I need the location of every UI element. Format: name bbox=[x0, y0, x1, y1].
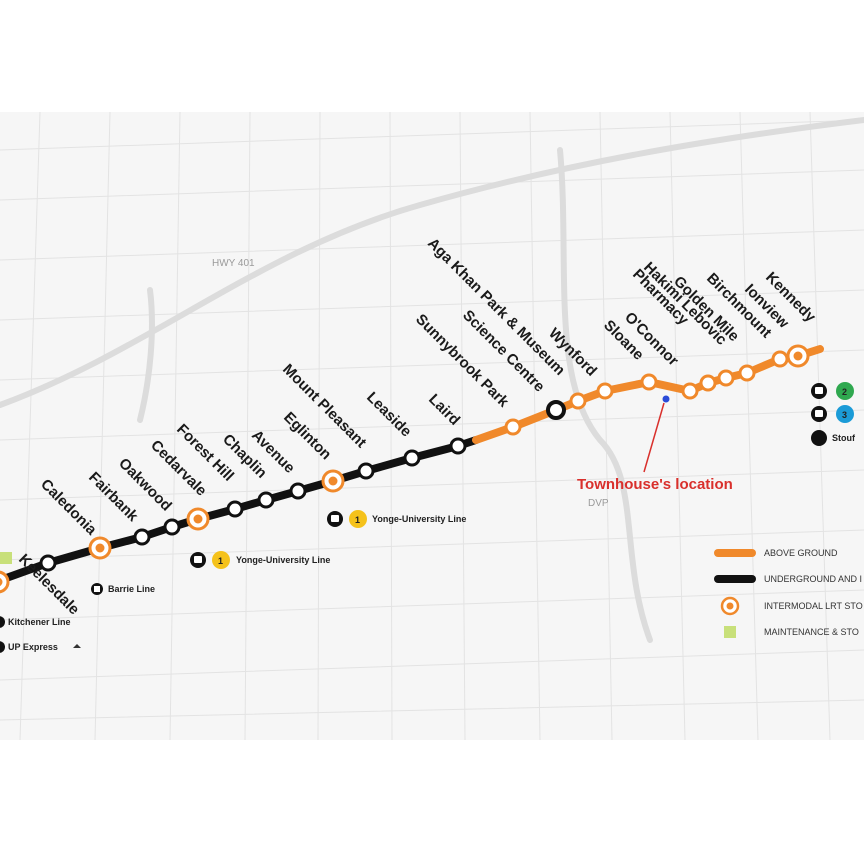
station-dot bbox=[640, 373, 658, 391]
legend-underground: UNDERGROUND AND I bbox=[764, 574, 862, 584]
transfer-yonge-forest-hill: 1 Yonge-University Line bbox=[190, 551, 330, 569]
station-dot bbox=[681, 382, 699, 400]
station-dot bbox=[357, 462, 375, 480]
dvp-highway bbox=[557, 147, 653, 643]
line1-badge-icon bbox=[212, 551, 230, 569]
line2-badge-icon bbox=[836, 382, 854, 400]
annotation-arrow bbox=[643, 402, 665, 473]
dvp-label: DVP bbox=[588, 498, 609, 509]
station-dot bbox=[226, 500, 244, 518]
annotation-label: Townhouse's location bbox=[577, 476, 733, 493]
intermodal-station-dot bbox=[328, 476, 338, 486]
svg-text:1: 1 bbox=[218, 556, 223, 566]
maintenance-yard bbox=[0, 552, 12, 564]
intermodal-station-dot bbox=[95, 543, 105, 553]
map-background bbox=[0, 112, 864, 740]
transfer-kennedy: 2 3 Stouf bbox=[811, 382, 856, 446]
intermodal-station-dot bbox=[193, 514, 203, 524]
townhouse-marker bbox=[662, 395, 670, 403]
townhouse-annotation: Townhouse's location bbox=[577, 395, 733, 493]
station-dot bbox=[546, 400, 566, 420]
station-dot bbox=[596, 382, 614, 400]
station-dot bbox=[133, 528, 151, 546]
svg-text:3: 3 bbox=[842, 410, 847, 420]
intermodal-station-icon bbox=[0, 570, 10, 594]
yonge-line-label-2: Yonge-University Line bbox=[372, 514, 466, 524]
hwy-interchange bbox=[137, 287, 155, 423]
station-dot bbox=[569, 392, 587, 410]
hwy-401-label: HWY 401 bbox=[212, 258, 255, 269]
airplane-icon bbox=[73, 644, 81, 648]
yonge-line-label-1: Yonge-University Line bbox=[236, 555, 330, 565]
intermodal-station-dot bbox=[0, 577, 3, 587]
intermodal-station-dot bbox=[793, 351, 803, 361]
svg-text:2: 2 bbox=[842, 387, 847, 397]
train-icon bbox=[811, 430, 827, 446]
station-dot bbox=[403, 449, 421, 467]
barrie-line-label: Barrie Line bbox=[108, 584, 155, 594]
transfer-up-express: UP Express bbox=[0, 641, 81, 653]
street-grid bbox=[0, 111, 864, 741]
station-dot bbox=[257, 491, 275, 509]
highways bbox=[0, 117, 864, 643]
station-dot bbox=[738, 364, 756, 382]
legend-intermodal: INTERMODAL LRT STO bbox=[764, 601, 863, 611]
station-dot bbox=[449, 437, 467, 455]
station-dot bbox=[699, 374, 717, 392]
legend-maintenance: MAINTENANCE & STO bbox=[764, 627, 859, 637]
station-dot bbox=[289, 482, 307, 500]
hwy-401 bbox=[0, 117, 864, 408]
station-dot bbox=[717, 369, 735, 387]
up-express-label: UP Express bbox=[8, 642, 58, 652]
svg-text:1: 1 bbox=[355, 515, 360, 525]
legend-above-ground: ABOVE GROUND bbox=[764, 548, 838, 558]
kitchener-line-label: Kitchener Line bbox=[8, 617, 71, 627]
station-dot bbox=[771, 350, 789, 368]
station-dot bbox=[504, 418, 522, 436]
stouffville-label: Stouf bbox=[832, 433, 856, 443]
line1-badge-icon bbox=[349, 510, 367, 528]
transfer-yonge-eglinton: 1 Yonge-University Line bbox=[327, 510, 466, 528]
transfer-kitchener: Kitchener Line bbox=[0, 616, 71, 628]
line3-badge-icon bbox=[836, 405, 854, 423]
station-dot bbox=[39, 554, 57, 572]
station-dot bbox=[163, 518, 181, 536]
transfer-barrie: Barrie Line bbox=[91, 583, 155, 595]
legend: ABOVE GROUND UNDERGROUND AND I INTERMODA… bbox=[714, 548, 863, 638]
